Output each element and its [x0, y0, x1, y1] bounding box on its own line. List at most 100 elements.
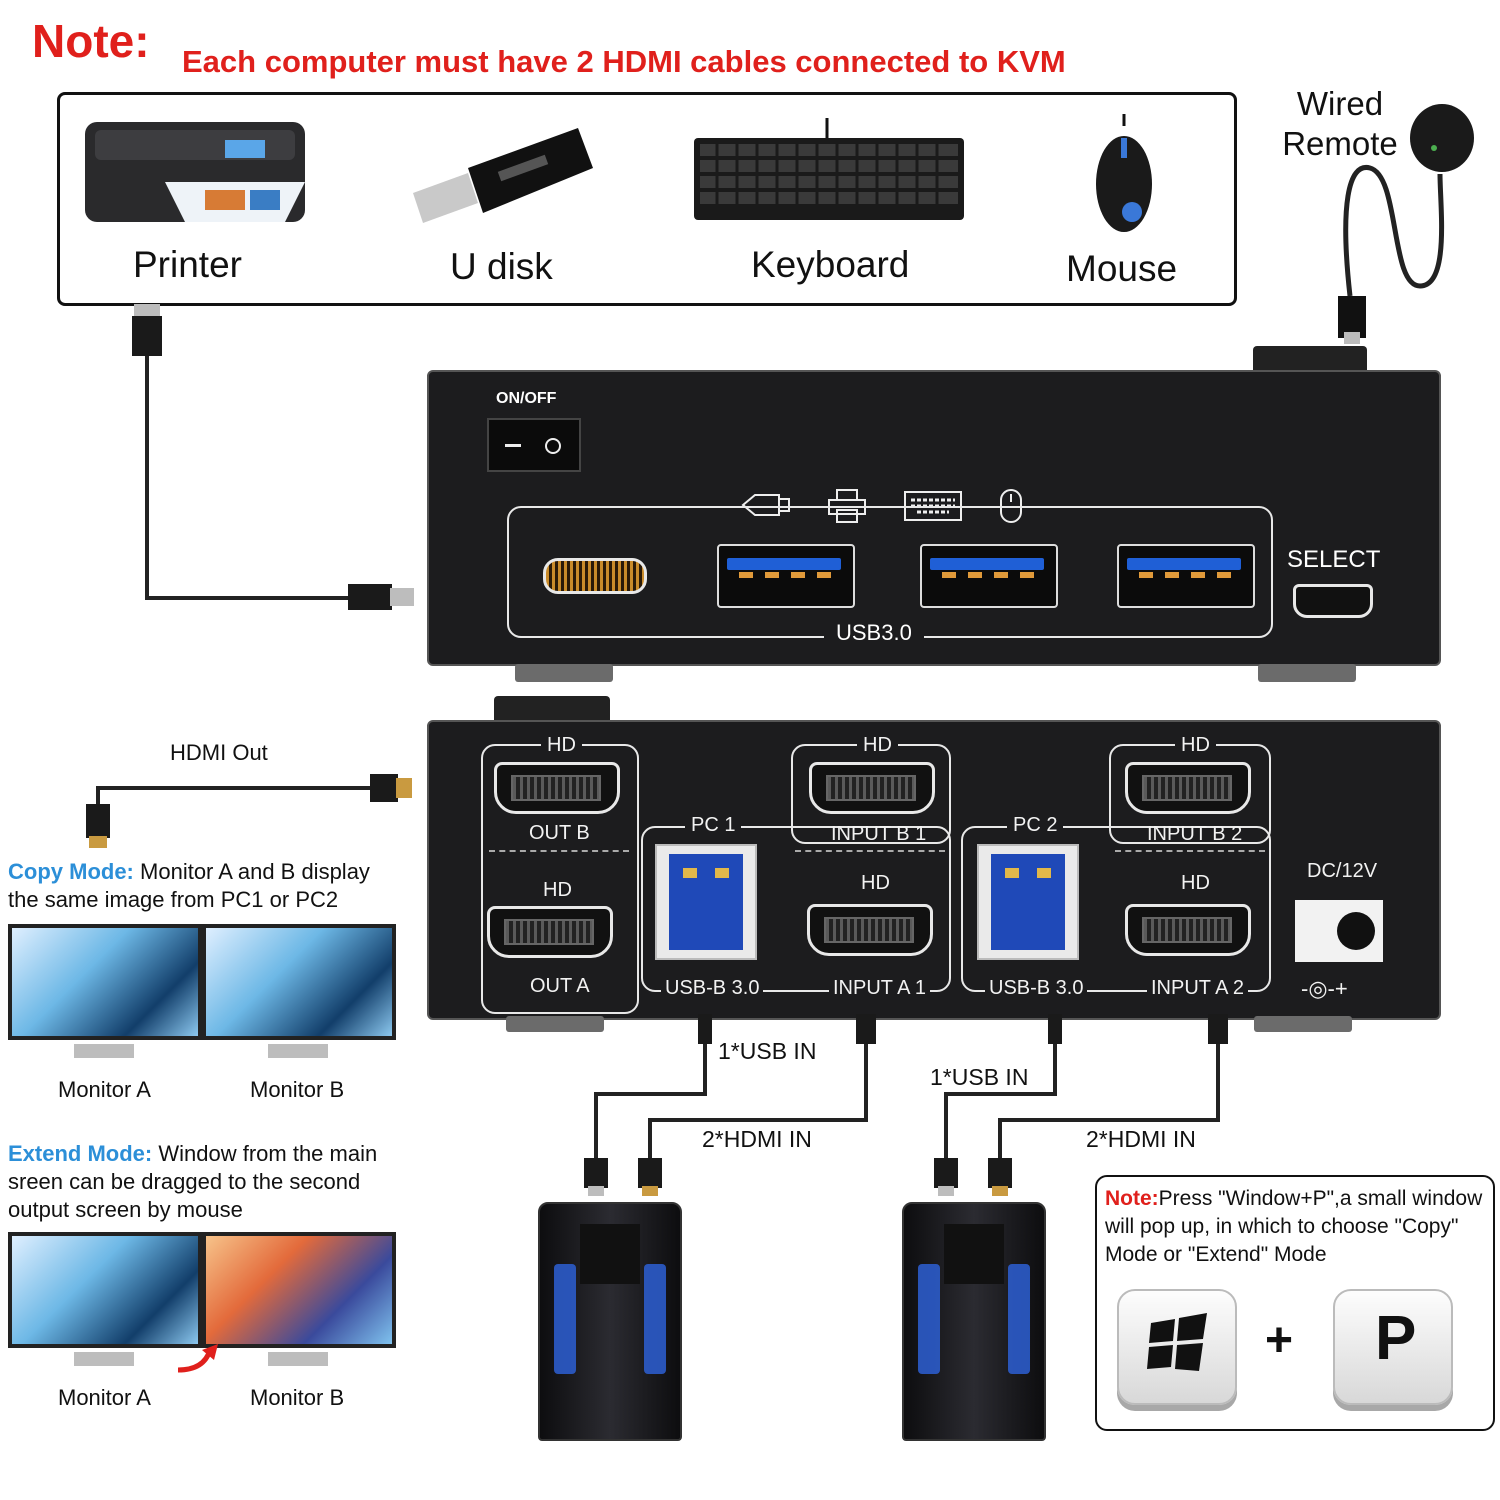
hdmi-input-b2-port[interactable]	[1125, 762, 1251, 814]
hdmi-input-b1-port[interactable]	[809, 762, 935, 814]
usb-b-port-pc2[interactable]	[977, 844, 1079, 960]
usb-b-pc1-label: USB-B 3.0	[661, 977, 764, 1000]
windows-key	[1117, 1289, 1237, 1405]
input-b1-label: INPUT B 1	[831, 823, 927, 845]
hdmi-in-label-2: 2*HDMI IN	[1086, 1126, 1196, 1152]
pc2-label: PC 2	[1007, 814, 1064, 837]
dc-label: DC/12V	[1307, 860, 1378, 882]
shortcut-note-heading: Note:	[1105, 1187, 1159, 1210]
usb-a-port-2[interactable]	[920, 544, 1058, 608]
hdmi-input-a1-port[interactable]	[807, 904, 933, 956]
copy-monitor-b-stand	[268, 1044, 328, 1058]
back-foot-left	[506, 1016, 604, 1032]
input-a2-hd-label: HD	[1181, 872, 1210, 894]
u-disk-icon	[408, 118, 598, 228]
hdmi-out-b-port[interactable]	[494, 762, 620, 814]
input-b2-label: INPUT B 2	[1147, 823, 1243, 845]
usb-a-port-3[interactable]	[1117, 544, 1255, 608]
usb-drive-icon	[739, 492, 793, 518]
usb-b-pc2-label: USB-B 3.0	[985, 977, 1088, 1000]
select-label: SELECT	[1287, 546, 1381, 573]
windows-logo-icon	[1147, 1313, 1209, 1371]
hdmi-out-cable	[80, 768, 420, 850]
usb3-label: USB3.0	[824, 620, 924, 646]
out-b-label: OUT B	[529, 822, 590, 844]
copy-mode-text: Copy Mode: Monitor A and B display the s…	[8, 858, 388, 914]
kvm-back-panel: HD OUT B HD OUT A PC 1 HD INPUT B 1 HD U…	[427, 720, 1441, 1020]
back-foot-right	[1254, 1016, 1352, 1032]
dc-power-port[interactable]	[1295, 900, 1383, 962]
p-key-label: P	[1375, 1304, 1417, 1373]
wired-remote-icon	[1330, 96, 1480, 346]
hdmi-out-label: HDMI Out	[170, 740, 268, 765]
note-heading: Note:	[32, 15, 150, 67]
shortcut-note-box: Note:Press "Window+P",a small window wil…	[1095, 1175, 1495, 1431]
copy-mode-line-2: the same image from PC1 or PC2	[8, 887, 339, 912]
copy-mode-line-1: Monitor A and B display	[140, 859, 370, 884]
copy-monitor-a-label: Monitor A	[58, 1077, 151, 1102]
plus-sign: +	[1265, 1314, 1294, 1367]
pc1-port-group	[641, 826, 951, 992]
shortcut-note-line-1: Press "Window+P",a small window	[1158, 1187, 1483, 1210]
out-a-hd-label: HD	[543, 879, 572, 901]
drag-arrow-icon	[174, 1340, 224, 1374]
p-key: P	[1333, 1289, 1453, 1405]
copy-monitor-b-label: Monitor B	[250, 1077, 345, 1102]
peripherals-box	[57, 92, 1237, 306]
out-b-hd-label: HD	[541, 734, 582, 757]
mouse-label: Mouse	[1066, 248, 1178, 289]
shortcut-note-text: Note:Press "Window+P",a small window wil…	[1105, 1185, 1493, 1269]
extend-monitor-a-stand	[74, 1352, 134, 1366]
u-disk-label: U disk	[450, 246, 553, 287]
usb-in-label-1: 1*USB IN	[718, 1038, 817, 1064]
power-switch[interactable]	[487, 418, 581, 472]
front-foot-right	[1258, 664, 1356, 682]
pc2-cables	[930, 1010, 1230, 1200]
input-b2-hd-label: HD	[1175, 734, 1216, 757]
usb-b-port-pc1[interactable]	[655, 844, 757, 960]
copy-monitor-b-screen	[202, 924, 396, 1040]
extend-mode-text: Extend Mode: Window from the main sreen …	[8, 1140, 398, 1224]
select-port[interactable]	[1293, 584, 1373, 618]
keyboard-label: Keyboard	[751, 244, 910, 285]
front-foot-left	[515, 664, 613, 682]
usb-a-port-1[interactable]	[717, 544, 855, 608]
extend-mode-title: Extend Mode:	[8, 1141, 153, 1166]
extend-mode-line-1: Window from the main	[158, 1141, 378, 1166]
keyboard-icon	[692, 118, 966, 222]
note-text: Each computer must have 2 HDMI cables co…	[182, 44, 1066, 79]
hdmi-input-a2-port[interactable]	[1125, 904, 1251, 956]
extend-mode-line-3: output screen by mouse	[8, 1197, 243, 1222]
extend-monitor-b-label: Monitor B	[250, 1385, 345, 1410]
shortcut-note-line-2: will pop up, in which to choose "Copy"	[1105, 1215, 1459, 1238]
mouse-icon	[1092, 114, 1156, 234]
divider	[489, 850, 629, 852]
input-b1-hd-label: HD	[857, 734, 898, 757]
extend-monitor-a-screen	[8, 1232, 202, 1348]
back-foot-top	[494, 696, 610, 724]
copy-monitor-a-screen	[8, 924, 202, 1040]
peripheral-usb-cable	[128, 302, 428, 612]
wired-remote-label: Wired Remote	[1282, 85, 1398, 162]
power-switch-label: ON/OFF	[496, 390, 557, 407]
input-a1-label: INPUT A 1	[829, 977, 931, 1000]
pc1-cables	[580, 1010, 880, 1200]
shortcut-note-line-3: Mode or "Extend" Mode	[1105, 1243, 1327, 1266]
input-a1-hd-label: HD	[861, 872, 890, 894]
extend-mode-line-2: sreen can be dragged to the second	[8, 1169, 361, 1194]
divider	[795, 850, 945, 852]
computer-pc1	[538, 1202, 682, 1441]
out-a-label: OUT A	[526, 975, 594, 998]
hdmi-out-a-port[interactable]	[487, 906, 613, 958]
dc-polarity-label: -◎-+	[1301, 976, 1348, 1001]
extend-monitor-b-stand	[268, 1352, 328, 1366]
copy-monitor-a-stand	[74, 1044, 134, 1058]
usb-c-port[interactable]	[543, 558, 647, 594]
usb-in-label-2: 1*USB IN	[930, 1064, 1029, 1090]
printer-icon	[75, 112, 315, 232]
extend-monitor-b-screen	[202, 1232, 396, 1348]
pc1-label: PC 1	[685, 814, 742, 837]
computer-pc2	[902, 1202, 1046, 1441]
extend-monitor-a-label: Monitor A	[58, 1385, 151, 1410]
pc2-port-group	[961, 826, 1271, 992]
